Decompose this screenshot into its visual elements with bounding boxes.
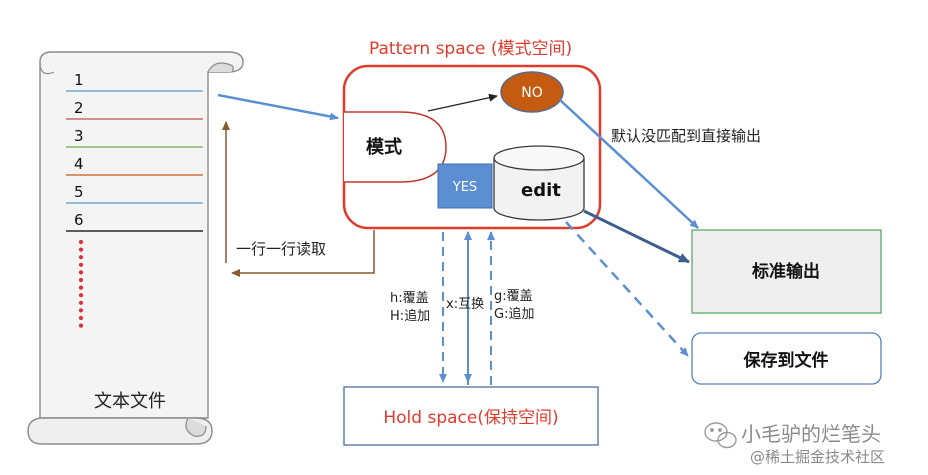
mode-label: 模式	[366, 136, 402, 158]
watermark: 小毛驴的烂笔头 @稀土掘金技术社区	[704, 422, 885, 466]
scroll-line-number: 5	[74, 183, 84, 201]
scroll-top-curl	[207, 62, 234, 73]
read-loop-line	[231, 230, 375, 277]
scroll-dots	[78, 239, 84, 328]
read-line-label: 一行一行读取	[236, 240, 326, 258]
cmd-x-label: x:互换	[446, 297, 484, 312]
scroll-dot	[78, 315, 84, 321]
text-file-scroll: 1 2 3 4 5 6 文本文件	[27, 51, 244, 445]
no-to-stdout-arrow	[559, 99, 699, 229]
no-label: NO	[521, 85, 543, 101]
scroll-dot	[78, 293, 84, 298]
cmd-H-label: H:追加	[390, 308, 430, 324]
cmd-g-label: g:覆盖	[494, 289, 533, 304]
scroll-bottom-curl	[185, 417, 207, 437]
scroll-lines: 1 2 3 4 5 6	[66, 71, 203, 232]
yes-box	[437, 163, 493, 209]
pattern-space-title: Pattern space (模式空间)	[369, 39, 572, 59]
input-arrow	[217, 93, 339, 121]
scroll-bottom-roll	[27, 417, 213, 445]
scroll-line-number: 3	[74, 127, 84, 145]
text-file-label: 文本文件	[94, 391, 166, 412]
stdout-box	[691, 229, 882, 314]
edit-to-file-arrow	[565, 221, 689, 357]
cmd-h-label: h:覆盖	[390, 291, 429, 306]
wechat-icon	[704, 422, 737, 449]
cmd-G-label: G:追加	[494, 306, 534, 322]
default-output-label: 默认没匹配到直接输出	[611, 127, 761, 145]
scroll-dot	[78, 239, 84, 245]
edit-cylinder	[493, 145, 585, 221]
scroll-line-number: 4	[74, 155, 84, 173]
scroll-dot	[78, 247, 84, 252]
save-file-box	[691, 332, 882, 385]
watermark-title: 小毛驴的烂笔头	[741, 422, 881, 446]
scroll-dot	[78, 270, 84, 275]
yes-label: YES	[452, 180, 477, 195]
scroll-dot	[78, 262, 84, 267]
scroll-dot	[78, 277, 84, 283]
scroll-line-number: 6	[74, 211, 84, 229]
mode-to-no-arrow	[427, 93, 498, 112]
edit-label: edit	[521, 180, 561, 201]
hold-space-label: Hold space(保持空间)	[383, 408, 558, 428]
scroll-dot	[78, 308, 84, 313]
stdout-label: 标准输出	[752, 261, 820, 282]
scroll-line-number: 1	[74, 71, 84, 89]
scroll-dot	[78, 300, 84, 305]
no-node	[500, 71, 564, 113]
scroll-dot	[78, 285, 84, 290]
watermark-subtitle: @稀土掘金技术社区	[750, 448, 885, 466]
edit-to-stdout-arrow	[583, 209, 690, 264]
scroll-line-number: 2	[74, 99, 84, 117]
scroll-body	[39, 51, 244, 419]
scroll-dot	[78, 323, 84, 328]
hold-space-box	[343, 386, 599, 446]
save-file-label: 保存到文件	[743, 350, 829, 371]
scroll-left-edge	[39, 61, 55, 75]
mode-shape	[344, 111, 447, 183]
scroll-dot	[78, 255, 84, 260]
